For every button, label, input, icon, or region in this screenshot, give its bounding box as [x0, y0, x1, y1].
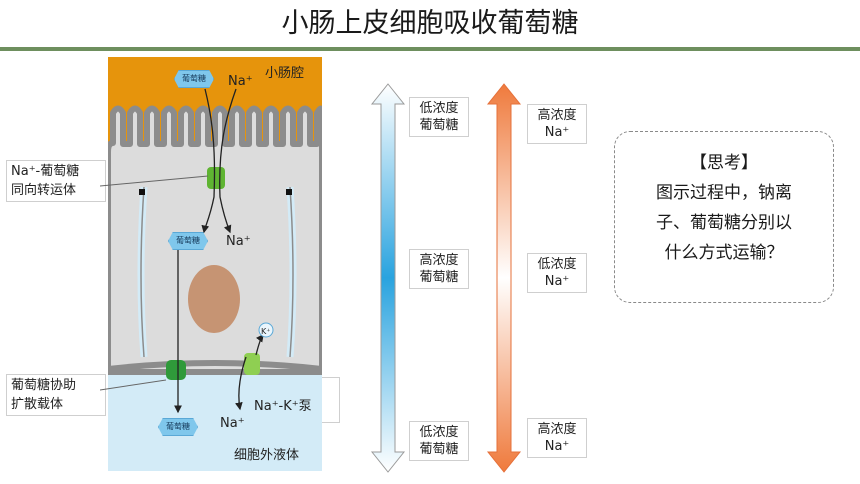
think-heading: 【思考】: [690, 153, 758, 173]
k-label: K⁺: [261, 327, 271, 336]
glucose-bottom-line2: 葡萄糖: [419, 442, 459, 457]
extracellular-label: 细胞外液体: [234, 448, 300, 463]
tight-junction-left: [139, 189, 145, 195]
na-k-pump-label: Na⁺-K⁺泵: [254, 399, 312, 414]
pump-label-frame: [322, 377, 340, 423]
na-top-line2: Na⁺: [544, 125, 570, 140]
symporter-shape: [207, 167, 225, 189]
nucleus: [188, 265, 240, 333]
facilitated-callout: 葡萄糖协助 扩散载体: [6, 374, 106, 416]
page-title: 小肠上皮细胞吸收葡萄糖: [281, 8, 579, 39]
glucose-high-middle: 高浓度 葡萄糖: [409, 249, 469, 289]
na-label-cytoplasm: Na⁺: [226, 234, 251, 249]
think-line-3: 什么方式运输？: [664, 243, 784, 263]
think-line-2: 子、葡萄糖分别以: [656, 213, 792, 233]
title-underline: [0, 47, 860, 51]
na-high-bottom: 高浓度 Na⁺: [527, 418, 587, 458]
think-line-1: 图示过程中，钠离: [656, 183, 792, 203]
intestinal-cell-diagram: 葡萄糖 Na⁺ 小肠腔 葡萄糖 Na⁺ K⁺ Na⁺-K⁺泵 葡萄糖 Na⁺ 细…: [105, 57, 325, 471]
glucose-gradient-arrow: [370, 83, 406, 473]
na-bottom-line2: Na⁺: [544, 439, 570, 454]
na-top-line1: 高浓度: [537, 108, 577, 123]
glucose-low-top: 低浓度 葡萄糖: [409, 97, 469, 137]
cell-diagram-graphic: [105, 57, 325, 471]
glucose-bottom-line1: 低浓度: [419, 425, 459, 440]
k-ion-circle: [258, 322, 274, 338]
symporter-leader-line: [100, 175, 209, 187]
glucose-middle-line1: 高浓度: [419, 253, 459, 268]
facilitated-carrier-shape: [166, 360, 186, 380]
facilitated-callout-line2: 扩散载体: [11, 397, 64, 412]
glucose-molecule-extracellular: 葡萄糖: [158, 418, 198, 436]
na-gradient-arrow: [486, 83, 522, 473]
symporter-callout-line2: 同向转运体: [11, 183, 77, 198]
glucose-molecule-cytoplasm: 葡萄糖: [168, 232, 208, 250]
na-export-arrow: [235, 356, 247, 411]
na-uptake-arrow: [219, 88, 237, 234]
glucose-middle-line2: 葡萄糖: [419, 270, 459, 285]
na-high-top: 高浓度 Na⁺: [527, 104, 587, 144]
na-label-extracellular: Na⁺: [220, 416, 245, 431]
na-middle-line1: 低浓度: [537, 257, 577, 272]
glucose-molecule-lumen: 葡萄糖: [174, 70, 214, 88]
symporter-callout: Na⁺-葡萄糖 同向转运体: [6, 160, 106, 202]
glucose-top-line1: 低浓度: [419, 101, 459, 116]
facilitated-leader-line: [100, 379, 167, 391]
na-low-middle: 低浓度 Na⁺: [527, 253, 587, 293]
glucose-uptake-arrow: [201, 88, 216, 234]
symporter-callout-line1: Na⁺-葡萄糖: [11, 164, 80, 179]
think-question-box: 【思考】 图示过程中，钠离 子、葡萄糖分别以 什么方式运输？: [614, 131, 834, 303]
epithelial-cell-body: [105, 105, 325, 375]
na-label-lumen: Na⁺: [228, 74, 253, 89]
na-middle-line2: Na⁺: [544, 274, 570, 289]
tight-junction-right: [286, 189, 292, 195]
basal-membrane: [107, 360, 323, 372]
na-k-pump-shape: [244, 353, 260, 375]
lumen-label: 小肠腔: [265, 66, 305, 81]
facilitated-callout-line1: 葡萄糖协助: [11, 378, 77, 393]
na-bottom-line1: 高浓度: [537, 422, 577, 437]
glucose-low-bottom: 低浓度 葡萄糖: [409, 421, 469, 461]
glucose-top-line2: 葡萄糖: [419, 118, 459, 133]
